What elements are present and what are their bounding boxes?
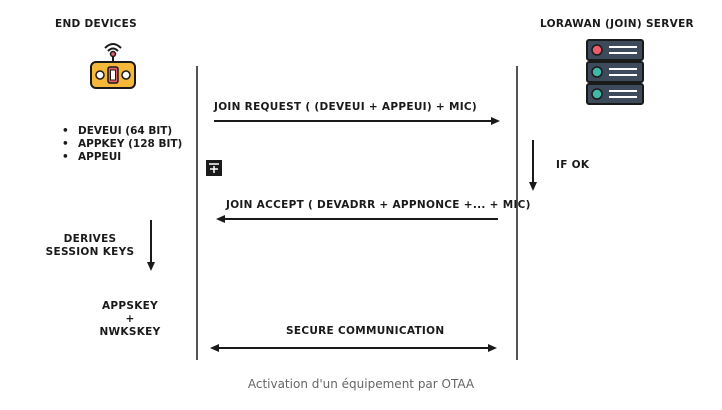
join-request-arrow [214, 120, 492, 122]
arrow-down-icon [529, 182, 537, 191]
server-lifeline [516, 66, 518, 360]
server-title: LORAWAN (JOIN) SERVER [540, 18, 694, 30]
derives-label: DERIVES SESSION KEYS [45, 233, 135, 258]
secure-communication-arrow [218, 347, 488, 349]
derives-arrow [150, 220, 152, 262]
arrow-head-icon [491, 117, 500, 125]
if-ok-arrow [532, 140, 534, 182]
arrow-down-icon [147, 262, 155, 271]
join-request-label: JOIN REQUEST ( (DEVEUI + APPEUI) + MIC) [214, 101, 478, 113]
end-devices-title: END DEVICES [55, 18, 137, 30]
device-lifeline [196, 66, 198, 360]
iot-device-icon [90, 43, 136, 89]
join-accept-arrow [224, 218, 498, 220]
device-keys-list: DEVEUI (64 BIT) APPKEY (128 BIT) APPEUI [60, 125, 182, 164]
list-item: DEVEUI (64 BIT) [60, 125, 182, 138]
server-icon [586, 39, 644, 105]
session-keys-label: APPSKEY + NWKSKEY [99, 300, 161, 338]
list-item: APPKEY (128 BIT) [60, 138, 182, 151]
arrow-head-icon [488, 344, 497, 352]
list-item: APPEUI [60, 151, 182, 164]
arrow-head-left-icon [216, 215, 225, 223]
if-ok-label: IF OK [556, 159, 590, 171]
secure-communication-label: SECURE COMMUNICATION [286, 325, 445, 337]
arrow-head-left-icon [210, 344, 219, 352]
figure-caption: Activation d'un équipement par OTAA [247, 377, 475, 391]
plus-box-icon [206, 160, 222, 176]
join-accept-label: JOIN ACCEPT ( DEVADRR + APPNONCE +... + … [226, 199, 531, 211]
